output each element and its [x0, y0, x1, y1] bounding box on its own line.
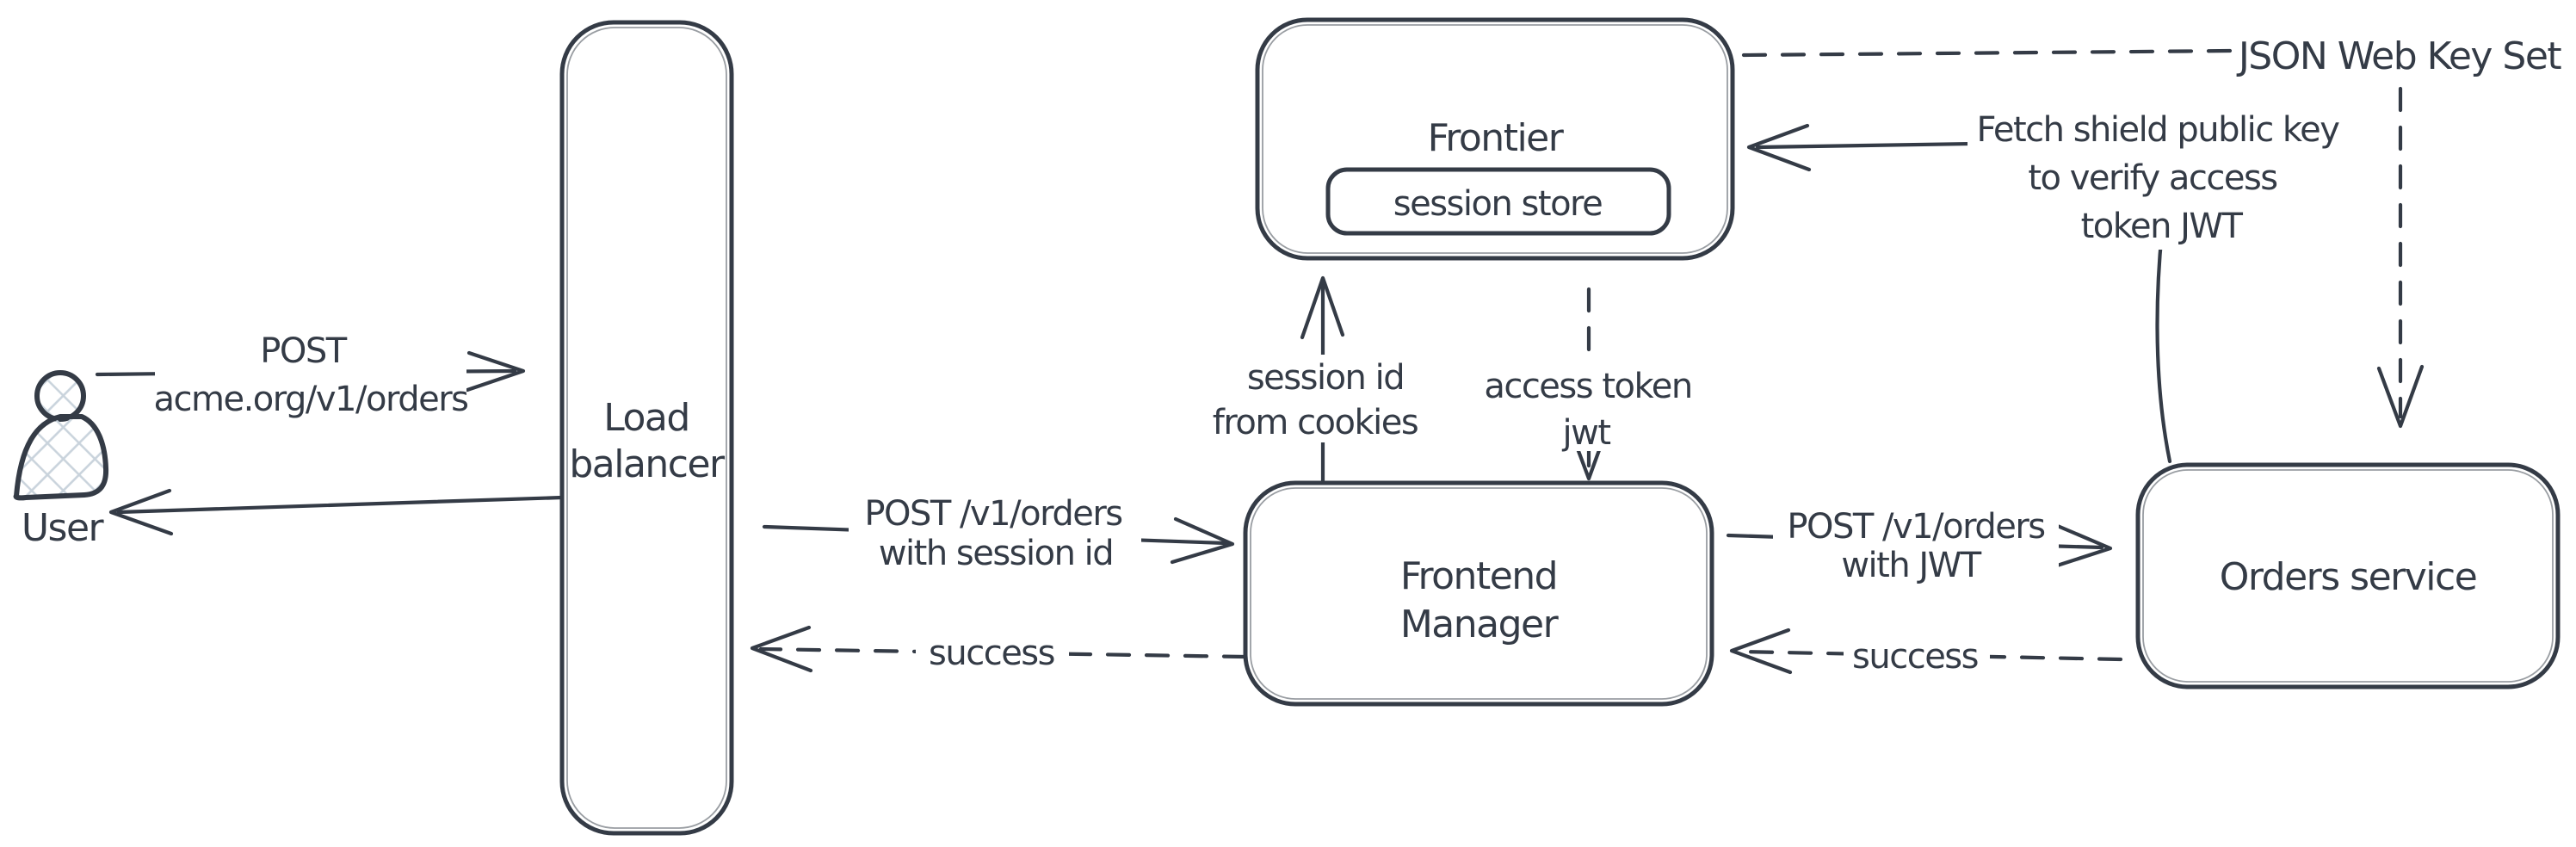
edge-label: acme.org/v1/orders	[154, 380, 468, 419]
edge-label: jwt	[1561, 413, 1610, 453]
edge-label: to verify access	[2028, 158, 2276, 198]
user-icon	[34, 370, 86, 422]
edge-label: access token	[1484, 367, 1691, 406]
edge-jwks	[1741, 48, 2425, 429]
arrowhead-left-icon	[1746, 123, 1812, 172]
orders-service-box-sketch	[2142, 469, 2554, 683]
label-mask	[1208, 355, 1430, 442]
label-mask	[1773, 503, 2059, 585]
edge-label: with JWT	[1841, 546, 1981, 585]
label-mask	[1844, 634, 1990, 677]
label-mask	[155, 332, 466, 422]
jwks-line-horizontal	[1741, 48, 2235, 58]
edge-orders-service-to-frontier	[1746, 123, 2172, 464]
edge-label: POST /v1/orders	[864, 494, 1121, 534]
frontend-manager-label: Manager	[1400, 603, 1560, 646]
frontier-label: Frontier	[1428, 116, 1565, 160]
edge-label: POST /v1/orders	[1787, 507, 2044, 547]
label-orders-service-to-frontend-manager: success	[1844, 634, 1990, 677]
arrow-line-dashed	[1738, 649, 2123, 662]
edge-orders-service-to-frontend-manager	[1729, 628, 2123, 675]
label-frontend-manager-to-orders-service: POST /v1/orders with JWT	[1773, 503, 2059, 585]
label-orders-service-to-frontier: Fetch shield public key to verify access…	[1968, 103, 2348, 250]
jwks-label: JSON Web Key Set	[2236, 34, 2562, 78]
arrowhead-down-icon	[2376, 364, 2425, 429]
load-balancer-box-sketch	[566, 27, 727, 829]
user-node: User	[13, 370, 109, 550]
orders-service-node: Orders service	[2135, 462, 2561, 689]
arrowhead-left-icon	[750, 625, 813, 673]
connector-curve	[2155, 228, 2172, 464]
arrowhead-right-icon	[2049, 522, 2113, 570]
label-load-balancer-to-frontend-manager: POST /v1/orders with session id	[849, 491, 1141, 573]
edge-load-balancer-to-user	[108, 488, 565, 536]
arrowhead-left-icon	[108, 488, 174, 536]
label-mask	[916, 632, 1069, 675]
frontier-node: Frontier session store	[1255, 17, 1735, 261]
label-mask	[849, 491, 1141, 573]
frontier-box-sketch	[1262, 24, 1728, 254]
arrowhead-right-icon	[465, 350, 526, 393]
orders-service-label: Orders service	[2220, 555, 2477, 599]
label-frontier-to-frontend-manager: access token jwt	[1467, 362, 1711, 453]
label-mask	[1467, 362, 1711, 451]
frontend-manager-box-sketch	[1250, 487, 1708, 700]
session-store-box	[1325, 167, 1671, 236]
label-mask	[1968, 103, 2348, 250]
arrowhead-right-icon	[1170, 516, 1235, 565]
load-balancer-box	[559, 20, 734, 836]
edge-label: token JWT	[2081, 207, 2244, 246]
label-user-to-load-balancer: POST acme.org/v1/orders	[154, 331, 469, 422]
label-jwks: JSON Web Key Set	[2236, 34, 2563, 78]
arrow-line	[1755, 141, 1974, 150]
arrowhead-left-icon	[1729, 628, 1793, 675]
edge-label: with session id	[879, 534, 1113, 573]
load-balancer-label: Load	[603, 396, 689, 440]
label-frontend-manager-to-load-balancer: success	[916, 632, 1069, 675]
arrow-line	[116, 495, 565, 515]
edge-label: success	[1852, 637, 1978, 677]
edge-label: Fetch shield public key	[1977, 110, 2340, 150]
session-store-label: session store	[1393, 184, 1602, 224]
arrowhead-up-icon	[1300, 275, 1345, 340]
load-balancer-label: balancer	[569, 442, 726, 486]
edge-label: from cookies	[1213, 403, 1418, 442]
label-frontend-manager-to-frontier: session id from cookies	[1208, 355, 1430, 442]
edge-label: POST	[260, 331, 347, 371]
user-icon-body	[13, 414, 109, 501]
frontend-manager-box	[1243, 480, 1714, 707]
user-label: User	[22, 506, 105, 550]
edge-label: session id	[1247, 358, 1404, 398]
orders-service-box	[2135, 462, 2561, 689]
edge-label: success	[929, 634, 1054, 673]
frontend-manager-node: Frontend Manager	[1243, 480, 1714, 707]
load-balancer-node: Load balancer	[559, 20, 734, 836]
frontend-manager-label: Frontend	[1400, 554, 1557, 598]
